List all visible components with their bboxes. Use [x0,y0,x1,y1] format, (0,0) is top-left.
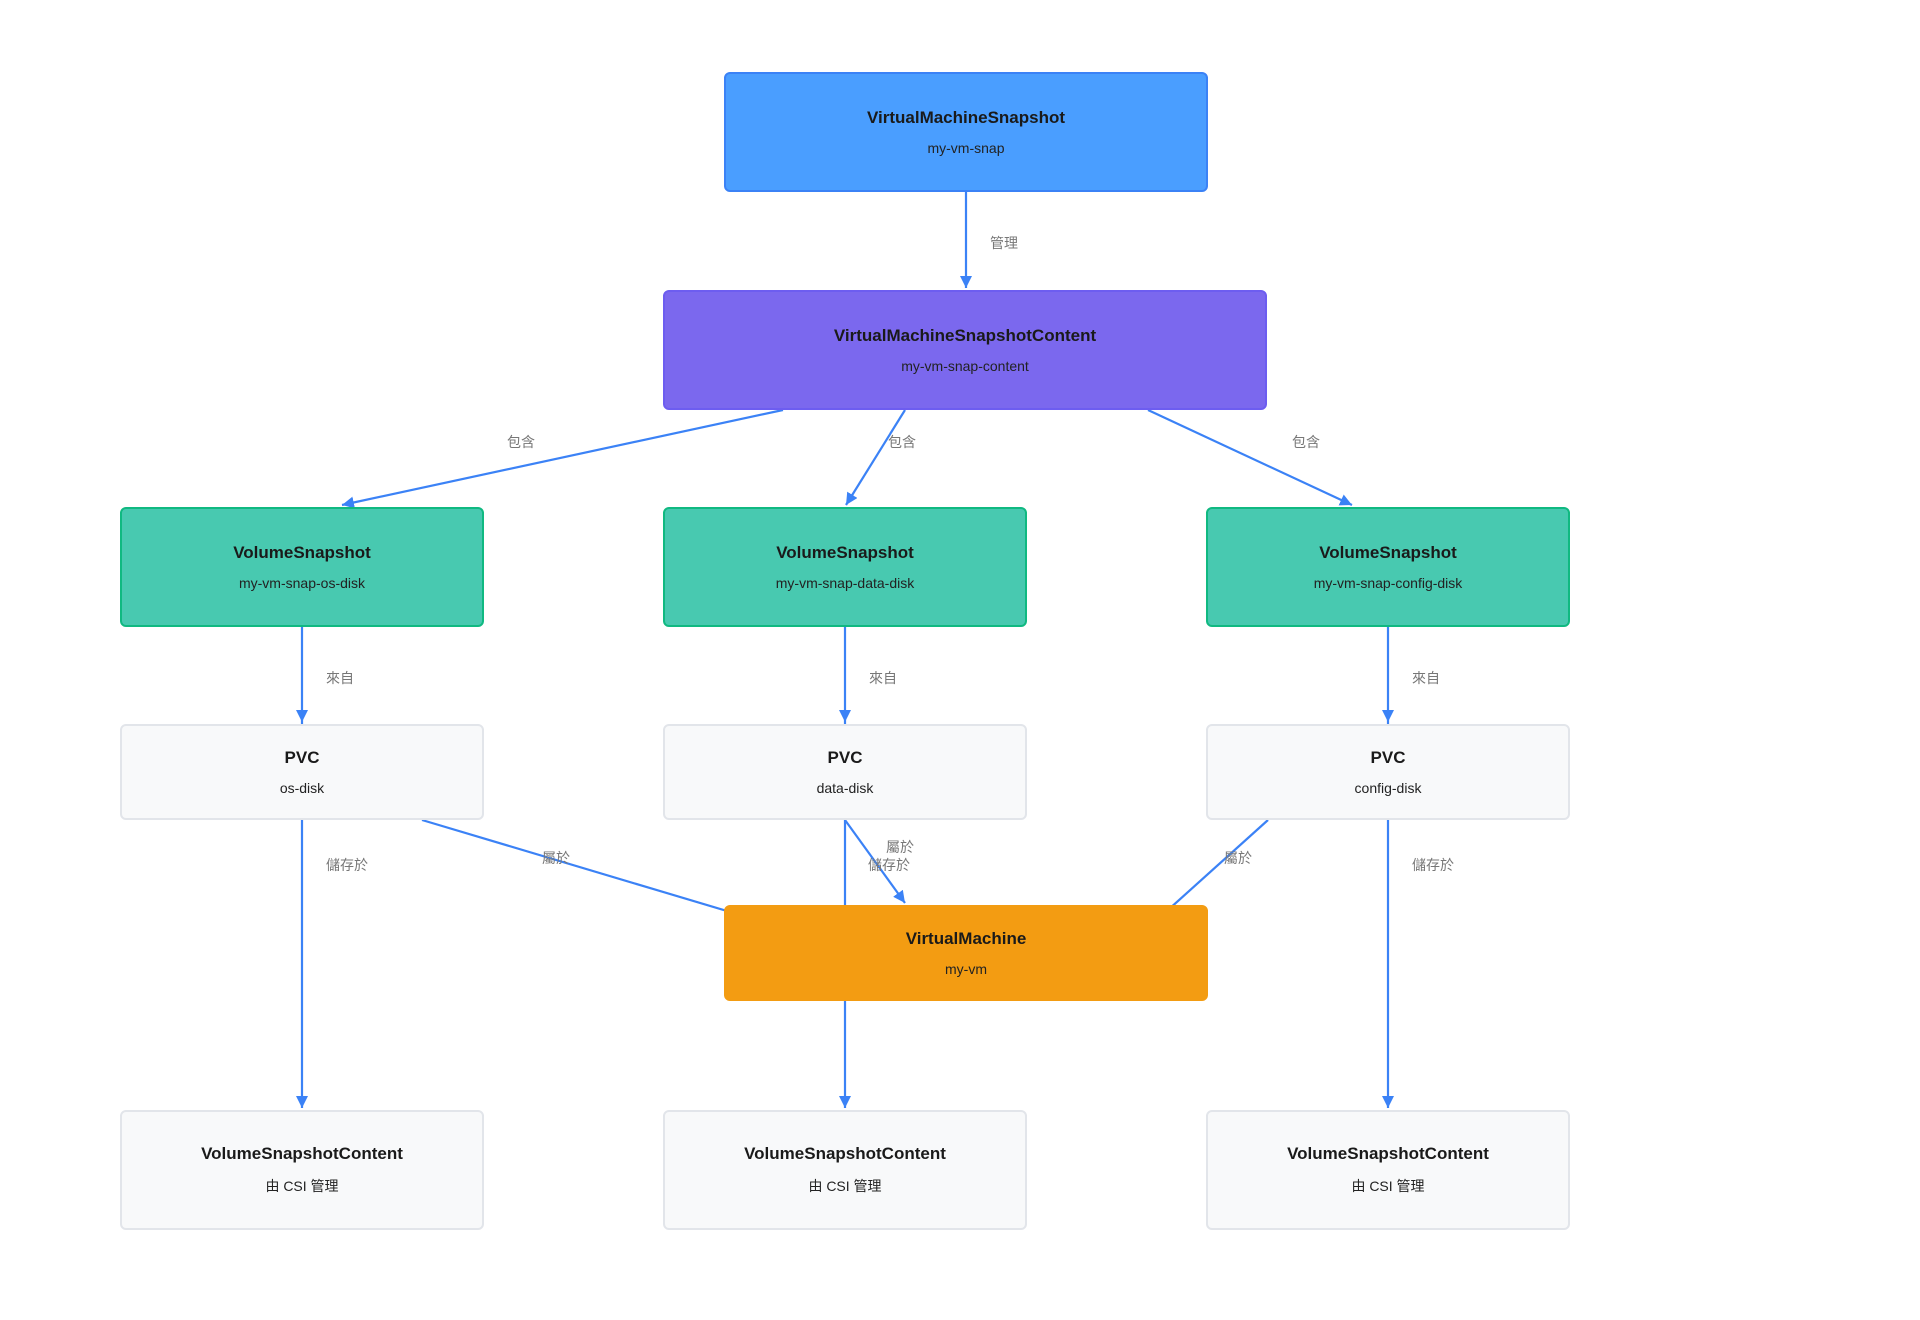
node-volume-snapshot-config[interactable]: VolumeSnapshot my-vm-snap-config-disk [1206,507,1570,627]
node-subtitle: config-disk [1354,780,1422,796]
node-volume-snapshot-data[interactable]: VolumeSnapshot my-vm-snap-data-disk [663,507,1027,627]
node-subtitle: 由 CSI 管理 [265,1178,339,1194]
node-title: PVC [1370,748,1406,767]
edge-label-manages: 管理 [990,235,1018,251]
edge-label-belongs-os: 屬於 [542,850,570,866]
node-virtual-machine-snapshot[interactable]: VirtualMachineSnapshot my-vm-snap [724,72,1208,192]
node-subtitle: my-vm-snap-config-disk [1313,575,1463,591]
node-title: VolumeSnapshotContent [1287,1144,1489,1163]
node-subtitle: os-disk [279,780,325,796]
edge-label-belongs-config: 屬於 [1224,850,1252,866]
node-title: VolumeSnapshot [233,543,371,562]
node-subtitle: my-vm-snap [927,140,1005,156]
node-subtitle: my-vm-snap-os-disk [238,575,365,591]
node-title: VolumeSnapshotContent [744,1144,946,1163]
node-subtitle: my-vm-snap-content [901,358,1029,374]
node-subtitle: 由 CSI 管理 [808,1178,882,1194]
edge-label-stored-config: 儲存於 [1412,857,1454,873]
edge-belongs-data [844,819,906,904]
node-subtitle: 由 CSI 管理 [1351,1178,1425,1194]
node-volume-snapshot-content-data[interactable]: VolumeSnapshotContent 由 CSI 管理 [663,1110,1027,1230]
node-title: VirtualMachineSnapshot [866,108,1066,127]
node-virtual-machine[interactable]: VirtualMachine my-vm [724,905,1208,1001]
node-pvc-config[interactable]: PVC config-disk [1206,724,1570,820]
node-subtitle: my-vm-snap-data-disk [775,575,915,591]
node-pvc-data[interactable]: PVC data-disk [663,724,1027,820]
edge-label-contains-data: 包含 [888,434,916,450]
node-title: VolumeSnapshotContent [201,1144,403,1163]
edge-contains-config [1147,409,1353,506]
edge-label-from-os: 來自 [326,670,354,686]
node-virtual-machine-snapshot-content[interactable]: VirtualMachineSnapshotContent my-vm-snap… [663,290,1267,410]
node-title: PVC [284,748,320,767]
node-title: PVC [827,748,863,767]
node-title: VirtualMachine [905,929,1027,948]
edge-contains-os [341,408,784,509]
node-subtitle: data-disk [816,780,874,796]
edge-label-stored-data: 儲存於 [868,857,910,873]
edge-belongs-os [421,818,785,931]
node-volume-snapshot-os[interactable]: VolumeSnapshot my-vm-snap-os-disk [120,507,484,627]
node-pvc-os[interactable]: PVC os-disk [120,724,484,820]
edge-label-from-config: 來自 [1412,670,1440,686]
edge-label-contains-os: 包含 [507,434,535,450]
edge-label-from-data: 來自 [869,670,897,686]
edge-contains-data [845,409,906,506]
edge-label-belongs-data: 屬於 [886,839,914,855]
edge-label-stored-os: 儲存於 [326,857,368,873]
node-title: VolumeSnapshot [1319,543,1457,562]
edge-label-contains-config: 包含 [1292,434,1320,450]
node-volume-snapshot-content-config[interactable]: VolumeSnapshotContent 由 CSI 管理 [1206,1110,1570,1230]
node-volume-snapshot-content-os[interactable]: VolumeSnapshotContent 由 CSI 管理 [120,1110,484,1230]
node-title: VirtualMachineSnapshotContent [833,326,1097,345]
node-title: VolumeSnapshot [776,543,914,562]
node-subtitle: my-vm [945,961,987,977]
